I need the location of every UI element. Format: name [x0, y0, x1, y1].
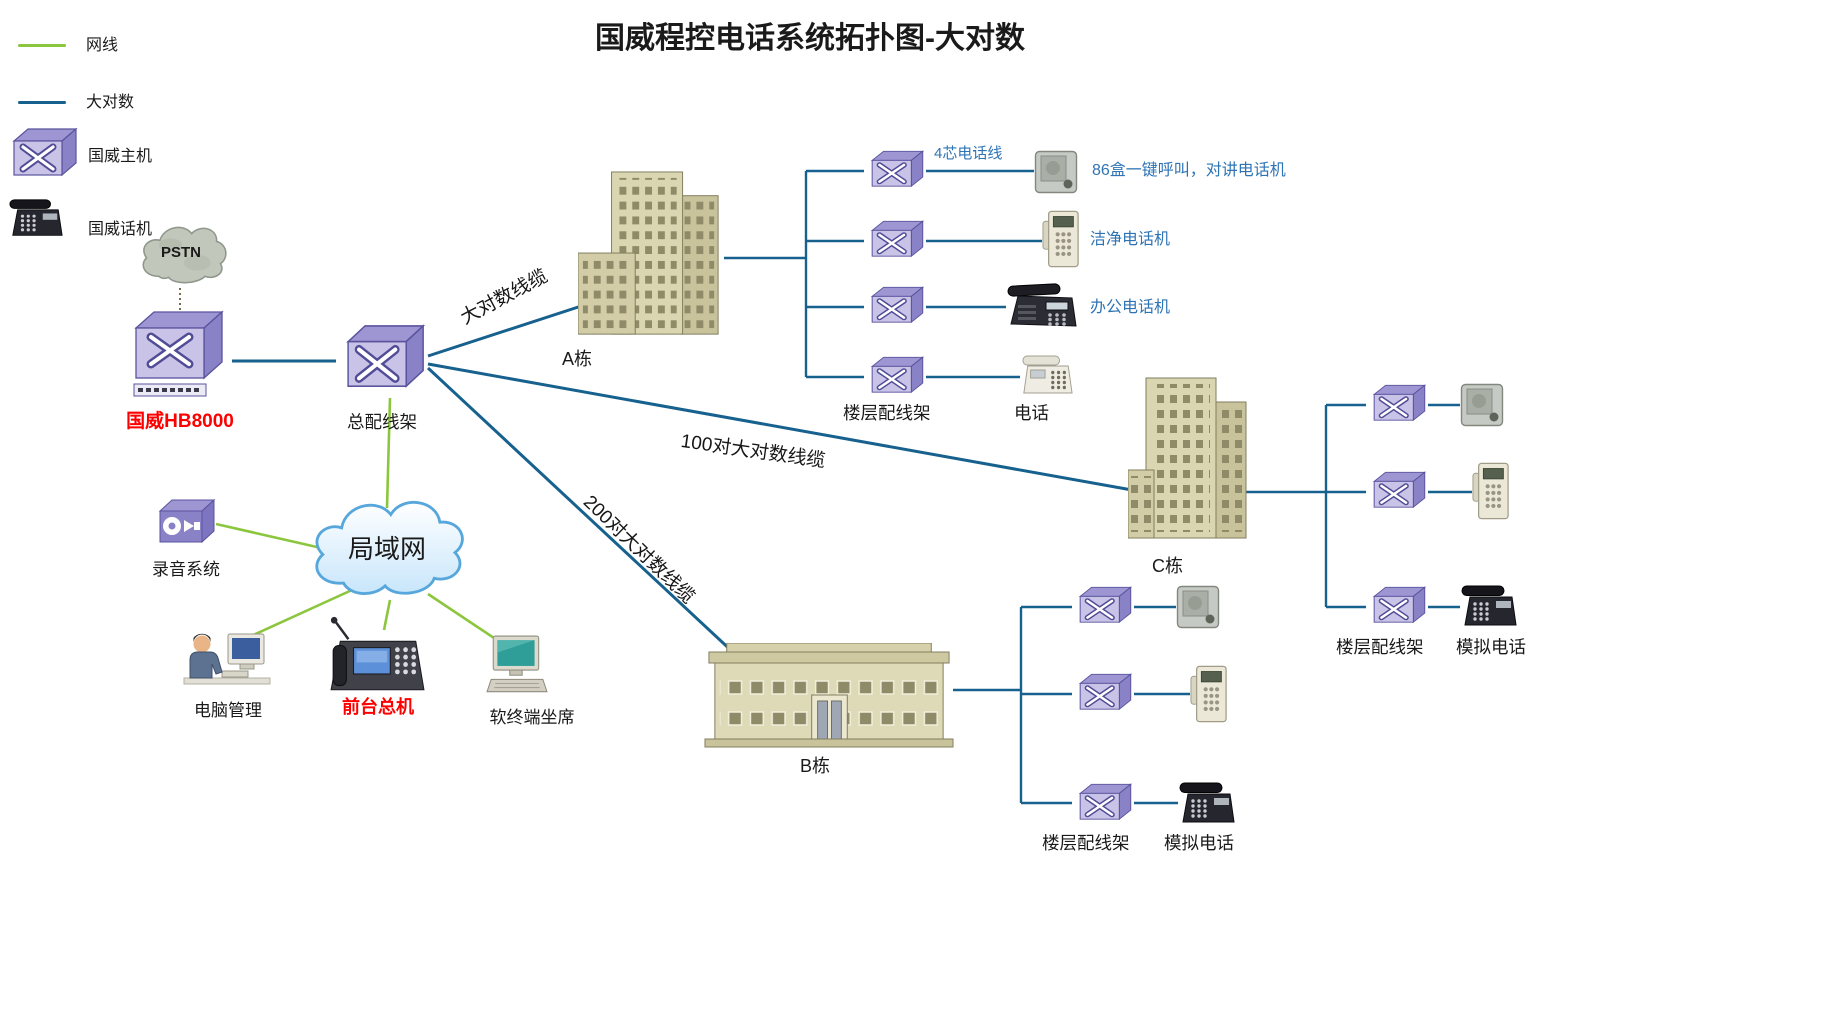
- floor-frames-a-label: 楼层配线架: [843, 403, 931, 423]
- building-b: [703, 643, 955, 748]
- intercom-phone-b-icon: [1176, 585, 1220, 629]
- floor-frame-c2-icon: [1366, 470, 1428, 514]
- floor-frame-a4-icon: [864, 355, 926, 399]
- building-c-label: C栋: [1152, 556, 1183, 576]
- four-core-cable-label: 4芯电话线: [934, 145, 1003, 162]
- intercom-phone-a-icon: [1034, 150, 1078, 194]
- recording-system-label: 录音系统: [152, 560, 220, 579]
- floor-frame-a3-icon: [864, 285, 926, 329]
- building-a: [578, 168, 726, 346]
- phones-b-label: 模拟电话: [1164, 833, 1234, 853]
- building-a-label: A栋: [562, 349, 593, 369]
- clean-phone-b-icon: [1190, 665, 1228, 723]
- front-desk-label: 前台总机: [342, 697, 414, 717]
- recording-system-icon: [152, 496, 218, 550]
- office-phone-a-icon: [1006, 283, 1078, 329]
- mdf-switch-icon: [336, 322, 428, 398]
- legend-lan-cable-swatch: [18, 44, 66, 47]
- floor-frame-a1-icon: [864, 149, 926, 193]
- floor-frame-c1-icon: [1366, 383, 1428, 427]
- floor-frame-b2-icon: [1072, 672, 1134, 716]
- pstn-label: PSTN: [160, 244, 201, 261]
- floor-frame-b3-icon: [1072, 782, 1134, 826]
- building-b-label: B栋: [800, 756, 831, 776]
- floor-frame-c3-icon: [1366, 585, 1428, 629]
- phones-a-label: 电话: [1014, 403, 1049, 423]
- page-title: 国威程控电话系统拓扑图-大对数: [595, 22, 1025, 55]
- clean-phone-c-icon: [1472, 462, 1510, 520]
- pc-admin-label: 电脑管理: [194, 701, 262, 720]
- legend-host-label: 国威主机: [88, 148, 153, 165]
- intercom-phone-c-icon: [1460, 383, 1504, 427]
- legend-trunk-cable-swatch: [18, 101, 66, 104]
- legend-lan-cable-label: 网线: [86, 37, 119, 54]
- analog-phone-b-icon: [1178, 781, 1236, 825]
- pc-admin-icon: [182, 626, 272, 698]
- lan-label: 局域网: [347, 534, 426, 564]
- clean-phone-a-label: 洁净电话机: [1090, 231, 1171, 248]
- intercom-phone-a-label: 86盒一键呼叫，对讲电话机: [1092, 162, 1286, 179]
- floor-frames-b-label: 楼层配线架: [1042, 833, 1130, 853]
- analog-phone-a-icon: [1020, 354, 1074, 396]
- mdf-label: 总配线架: [347, 412, 417, 432]
- hb8000-switch-icon: [126, 308, 230, 400]
- legend-phone-label: 国威话机: [88, 221, 153, 238]
- building-c: [1128, 376, 1248, 551]
- floor-frames-c-label: 楼层配线架: [1336, 637, 1424, 657]
- office-phone-a-label: 办公电话机: [1090, 299, 1171, 316]
- floor-frame-a2-icon: [864, 219, 926, 263]
- soft-agent-label: 软终端坐席: [489, 708, 575, 727]
- analog-phone-c-icon: [1460, 584, 1518, 628]
- clean-phone-a-icon: [1042, 210, 1080, 268]
- hb8000-label: 国威HB8000: [126, 411, 234, 432]
- phones-c-label: 模拟电话: [1456, 637, 1526, 657]
- soft-agent-icon: [486, 634, 548, 702]
- legend-trunk-cable-label: 大对数: [86, 94, 135, 111]
- front-desk-phone-icon: [326, 616, 428, 694]
- pstn-cloud: [134, 218, 230, 288]
- lan-cloud: [302, 486, 472, 604]
- floor-frame-b1-icon: [1072, 585, 1134, 629]
- legend-phone-icon: [8, 198, 64, 238]
- legend-host-switch-icon: [4, 126, 80, 184]
